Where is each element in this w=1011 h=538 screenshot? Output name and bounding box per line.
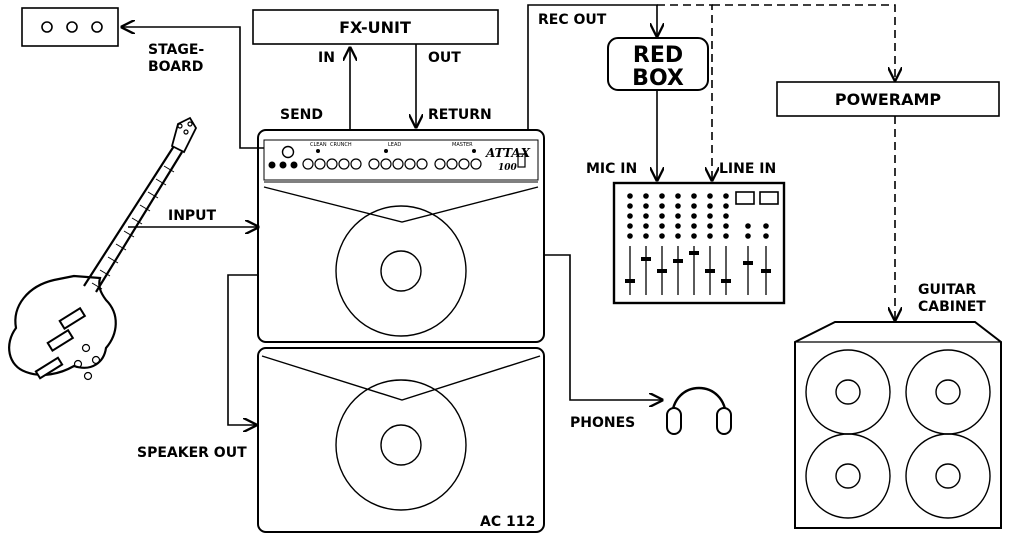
- power-switch-icon: [517, 153, 526, 168]
- electric-guitar-icon: [8, 116, 198, 381]
- rec-out-cable: [527, 4, 657, 130]
- phones-cable: [544, 254, 662, 400]
- speaker-cone: [335, 205, 467, 337]
- red-box-label-2: BOX: [632, 66, 684, 91]
- line-in-cable: [657, 4, 712, 180]
- fx-unit-box: [252, 9, 499, 45]
- input-jack-icon: [281, 145, 295, 159]
- rec-out-label: REC OUT: [538, 12, 607, 28]
- footswitch-2: [66, 21, 78, 33]
- send-label: SEND: [280, 107, 323, 123]
- line-in-label: LINE IN: [719, 161, 776, 177]
- stageboard: [21, 7, 119, 47]
- stageboard-cable: [122, 27, 264, 149]
- section-lead-label: LEAD: [388, 142, 401, 148]
- stageboard-label-1: STAGE-: [148, 42, 204, 58]
- ac112-label: AC 112: [480, 514, 535, 530]
- amp-head-combo: CLEAN CRUNCH LEAD MASTER ATTAX 100: [257, 129, 545, 343]
- speaker-dustcap: [380, 250, 422, 292]
- poweramp-box: [776, 81, 1000, 117]
- mixer: [612, 181, 786, 305]
- amp-logo-line1: ATTAX: [485, 146, 531, 160]
- input-label: INPUT: [168, 208, 217, 224]
- red-box-label-1: RED: [633, 43, 683, 68]
- return-label: RETURN: [428, 107, 492, 123]
- stageboard-label-2: BOARD: [148, 59, 203, 75]
- section-master-label: MASTER: [452, 142, 473, 148]
- poweramp-input-cable: [712, 4, 895, 80]
- section-crunch-label: CRUNCH: [330, 142, 352, 148]
- mic-in-label: MIC IN: [586, 161, 637, 177]
- fx-out-label: OUT: [428, 50, 461, 66]
- ac112-cabinet: [257, 347, 545, 533]
- section-clean-label: CLEAN: [310, 142, 327, 148]
- phones-label: PHONES: [570, 415, 635, 431]
- guitar-cabinet-label-1: GUITAR: [918, 282, 976, 298]
- fx-in-label: IN: [318, 50, 335, 66]
- red-box: [607, 37, 709, 91]
- guitar-cabinet: [794, 321, 1002, 529]
- headphones-icon: [666, 386, 732, 435]
- poweramp-label: POWERAMP: [835, 90, 942, 109]
- amp-logo-line2: 100: [498, 163, 518, 173]
- footswitch-1: [41, 21, 53, 33]
- fx-unit-label: FX-UNIT: [339, 18, 411, 37]
- guitar-cabinet-label-2: CABINET: [918, 299, 986, 315]
- speaker-out-cable: [227, 274, 258, 425]
- connections: [122, 4, 895, 425]
- speaker-out-label: SPEAKER OUT: [137, 445, 247, 461]
- footswitch-3: [91, 21, 103, 33]
